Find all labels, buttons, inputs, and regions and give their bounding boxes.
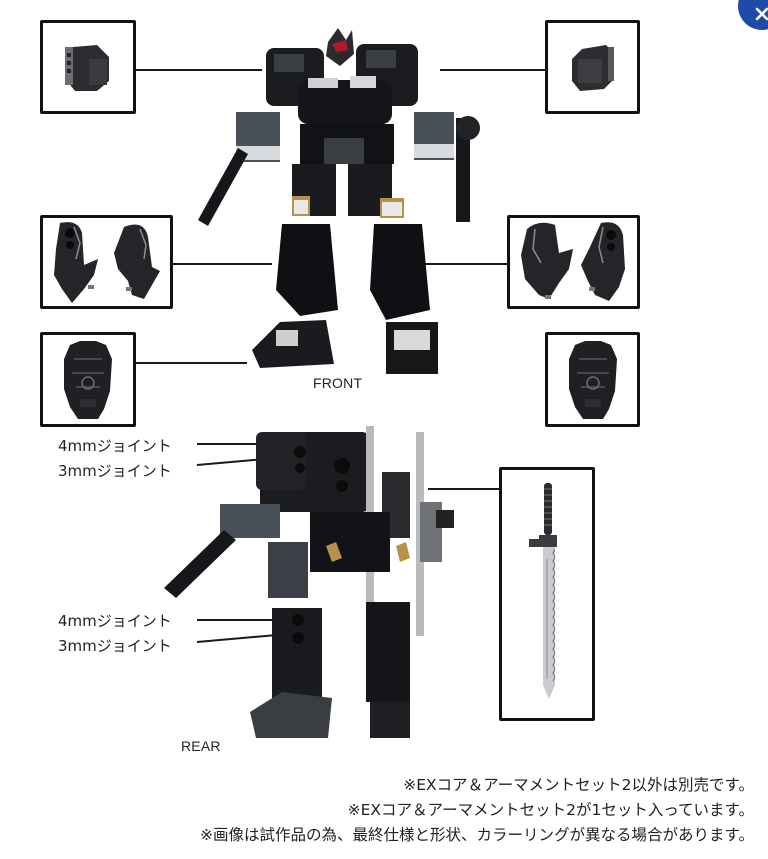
callout-line-joint-4mm-upper: [197, 443, 287, 445]
robot-rear-image: [164, 426, 454, 738]
part-box-hands-right: [507, 215, 640, 309]
backpack-image: [64, 340, 112, 419]
callout-line-sword: [428, 488, 500, 490]
front-view-label: FRONT: [313, 375, 363, 391]
callout-line-middle-right: [424, 263, 507, 265]
part-box-sword: [499, 467, 595, 721]
close-button[interactable]: [738, 0, 768, 30]
joint-label-4mm-upper: 4mmジョイント: [58, 437, 172, 455]
robot-front-image: [198, 28, 480, 374]
callout-line-top-right: [440, 69, 545, 71]
part-box-shoulder-right: [545, 20, 640, 114]
callout-line-middle-left: [172, 263, 272, 265]
callout-line-joint-4mm-lower: [197, 619, 291, 621]
shoulder-armor-image: [571, 45, 614, 91]
disclaimer-notes: ※EXコア＆アーマメントセット2以外は別売です。 ※EXコア＆アーマメントセット…: [200, 773, 754, 848]
joint-label-3mm-lower: 3mmジョイント: [58, 637, 172, 655]
callout-line-top-left: [135, 69, 262, 71]
joint-label-3mm-upper: 3mmジョイント: [58, 462, 172, 480]
close-icon: [755, 7, 768, 21]
callout-line-bottom-left: [135, 362, 247, 364]
backpack-image: [568, 340, 617, 419]
part-box-hands-left: [40, 215, 173, 309]
note-prototype-disclaimer: ※画像は試作品の為、最終仕様と形状、カラーリングが異なる場合があります。: [200, 826, 754, 844]
sword-image: [529, 483, 557, 699]
part-box-backpack-right: [545, 332, 640, 427]
note-set-contents: ※EXコア＆アーマメントセット2が1セット入っています。: [347, 801, 754, 819]
part-box-shoulder-left: [40, 20, 136, 114]
hand-parts-image: [53, 222, 160, 303]
note-sold-separately: ※EXコア＆アーマメントセット2以外は別売です。: [403, 776, 754, 794]
part-box-backpack-left: [40, 332, 136, 427]
rear-view-label: REAR: [181, 738, 221, 754]
hand-parts-image: [520, 222, 625, 301]
shoulder-armor-image: [65, 45, 109, 91]
joint-label-4mm-lower: 4mmジョイント: [58, 612, 172, 630]
